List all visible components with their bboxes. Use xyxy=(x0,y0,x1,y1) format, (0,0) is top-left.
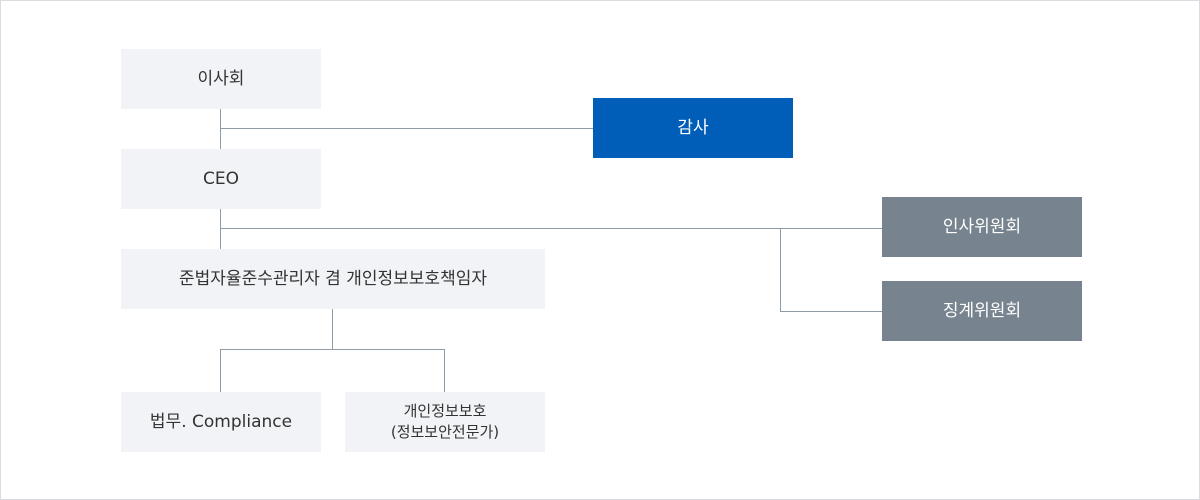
connector-ceo-officer xyxy=(220,208,221,250)
connector-privacy xyxy=(444,349,445,392)
discipline-committee-box: 징계위원회 xyxy=(882,281,1082,341)
connector-board-ceo xyxy=(220,108,221,150)
connector-ceo-hr xyxy=(220,228,882,229)
connector-officer-branch xyxy=(220,349,445,350)
connector-legal xyxy=(220,349,221,392)
audit-box: 감사 xyxy=(593,98,793,158)
ceo-box: CEO xyxy=(121,149,321,209)
connector-discipline xyxy=(780,311,882,312)
compliance-officer-box: 준법자율준수관리자 겸 개인정보보호책임자 xyxy=(121,249,545,309)
connector-board-audit xyxy=(220,128,593,129)
privacy-protection-box: 개인정보보호 (정보보안전문가) xyxy=(345,392,545,452)
connector-committee-branch xyxy=(780,228,781,312)
board-box: 이사회 xyxy=(121,49,321,109)
connector-officer-down xyxy=(332,308,333,350)
hr-committee-box: 인사위원회 xyxy=(882,197,1082,257)
legal-compliance-box: 법무. Compliance xyxy=(121,392,321,452)
privacy-subtitle: (정보보안전문가) xyxy=(390,423,500,441)
privacy-title: 개인정보보호 xyxy=(403,402,487,420)
